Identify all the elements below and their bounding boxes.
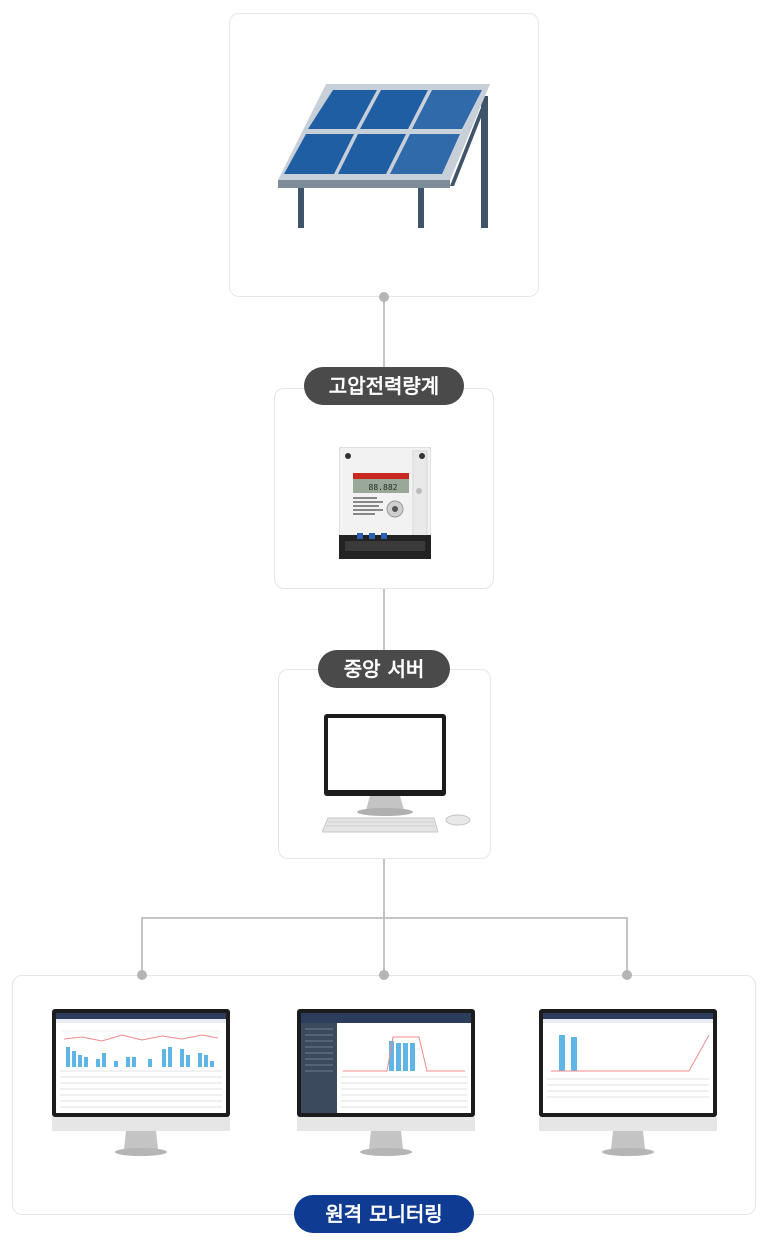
svg-text:88.882: 88.882 bbox=[369, 483, 398, 492]
server-card bbox=[278, 669, 491, 859]
remote-monitoring-label-pill: 원격 모니터링 bbox=[294, 1195, 474, 1233]
meter-card: 88.882 bbox=[274, 388, 494, 589]
connector-dot-center bbox=[379, 970, 389, 980]
server-label-pill: 중앙 서버 bbox=[318, 650, 450, 688]
connector-dot-solar bbox=[379, 292, 389, 302]
connector-dot-left bbox=[137, 970, 147, 980]
monitoring-screen-3-icon bbox=[539, 1009, 717, 1159]
meter-label-pill: 고압전력량계 bbox=[304, 367, 464, 405]
solar-panel-icon bbox=[278, 82, 494, 232]
power-meter-icon: 88.882 bbox=[339, 447, 431, 559]
connector-server-down bbox=[383, 858, 385, 975]
connector-branch-horizontal bbox=[141, 917, 628, 919]
connector-branch-left bbox=[141, 917, 143, 975]
desktop-computer-icon bbox=[322, 714, 474, 838]
solar-panel-card bbox=[229, 13, 539, 297]
connector-dot-right bbox=[622, 970, 632, 980]
connector-solar-meter bbox=[383, 297, 385, 388]
monitoring-screen-1-icon bbox=[52, 1009, 230, 1159]
connector-meter-server bbox=[383, 589, 385, 669]
monitoring-screen-2-icon bbox=[297, 1009, 475, 1159]
connector-branch-right bbox=[626, 917, 628, 975]
